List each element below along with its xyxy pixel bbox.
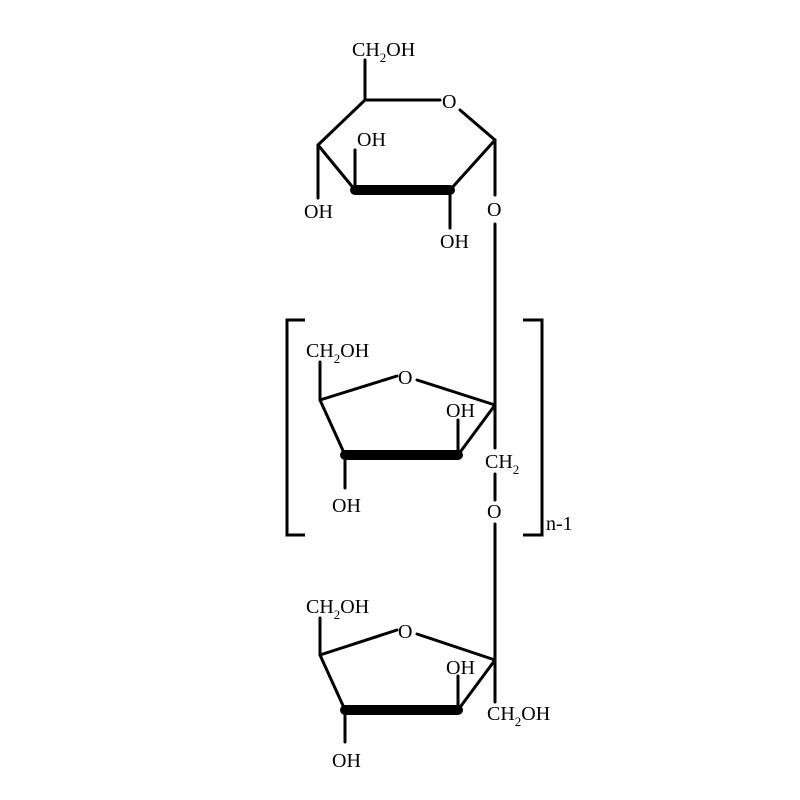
repeat-c5-ring-o-bond xyxy=(318,374,399,402)
left-bracket xyxy=(285,318,305,537)
terminal-oh-c3-label: OH xyxy=(446,657,475,679)
repeat-ch2-label: CH2 xyxy=(485,451,519,477)
repeat-c4-c5-bond xyxy=(318,398,347,457)
glucose-c1-c2-bond xyxy=(448,138,497,192)
glucose-ch2oh-label: CH2OH xyxy=(352,39,415,65)
repeat-linking-o-label: O xyxy=(487,501,501,523)
terminal-ch2oh-right-label: CH2OH xyxy=(487,703,550,729)
terminal-oh-c4-label: OH xyxy=(332,750,361,772)
glucose-oh-c4-label: OH xyxy=(304,201,333,223)
glucose-unit: CH2OH O OH OH OH O xyxy=(304,39,501,253)
terminal-ch2oh-top-label: CH2OH xyxy=(306,596,369,622)
glucose-c4-c5-bond xyxy=(316,98,367,147)
glucose-ring-o-c1-bond xyxy=(458,108,497,142)
terminal-c5-ring-o-bond xyxy=(318,628,399,657)
glucose-ring-o-label: O xyxy=(442,91,456,113)
repeat-oh-c4-label: OH xyxy=(332,495,361,517)
repeat-ring-o-label: O xyxy=(398,367,412,389)
terminal-unit: CH2OH O OH OH CH2OH xyxy=(306,596,550,772)
repeat-c2-c3-bond xyxy=(456,403,497,457)
glucose-c3-c4-bond xyxy=(316,143,357,192)
terminal-ring-o-label: O xyxy=(398,621,412,643)
glucose-oh-c3-label: OH xyxy=(357,129,386,151)
repeat-ring-o-c2-bond xyxy=(415,378,497,407)
glucose-oh-c2-label: OH xyxy=(440,231,469,253)
repeat-subscript: n-1 xyxy=(546,513,573,535)
glucose-glycosidic-o-label: O xyxy=(487,199,501,221)
terminal-ring-o-c2-bond xyxy=(415,632,497,662)
terminal-c2-c3-bond xyxy=(456,658,497,712)
repeat-ch2oh-label: CH2OH xyxy=(306,340,369,366)
right-bracket xyxy=(523,318,544,537)
repeat-unit: n-1 CH2OH O OH OH CH2 O xyxy=(285,318,573,537)
repeat-oh-c3-label: OH xyxy=(446,400,475,422)
terminal-c4-c5-bond xyxy=(318,653,347,712)
